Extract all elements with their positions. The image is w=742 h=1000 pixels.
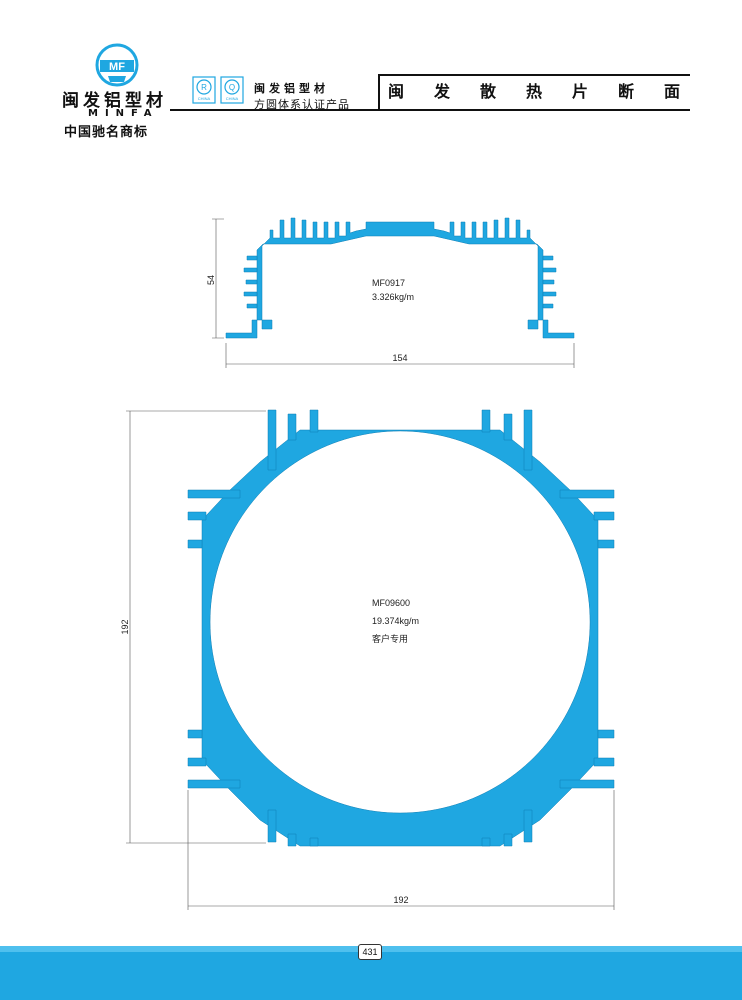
header-divider-top: [378, 74, 690, 76]
profile-mf0917-width: 154: [392, 353, 407, 363]
cert-description: 方圆体系认证产品: [254, 98, 350, 111]
profile-mf09600-bottom-fins: [267, 809, 533, 847]
header-rule: [170, 109, 690, 111]
page-title: 闽发散热片断面: [388, 82, 711, 101]
brand-name-cn: 闽发铝型材: [62, 91, 167, 111]
cert-r-icon: R CHINA: [192, 76, 216, 104]
profile-mf09600-left-fins: [187, 489, 241, 789]
cert-r-sub: CHINA: [198, 96, 211, 101]
brand-name-en: MINFA: [88, 108, 159, 119]
profile-mf0917-weight: 3.326kg/m: [372, 292, 414, 302]
profile-mf09600-right-fins: [559, 489, 615, 789]
profile-mf09600-note: 客户专用: [372, 633, 408, 644]
logo-text: MF: [109, 61, 125, 73]
profile-mf09600-top-fins: [267, 409, 533, 471]
header-divider-vertical: [378, 74, 380, 111]
profile-mf09600: 192 192 MF09600 19.374kg/m 客户专用: [120, 409, 615, 910]
minfa-logo-icon: MF: [95, 43, 139, 87]
cert-q-icon: Q CHINA: [220, 76, 244, 104]
profile-mf0917-code: MF0917: [372, 278, 405, 288]
profile-mf09600-body: [201, 429, 599, 847]
profile-mf09600-width: 192: [393, 895, 408, 905]
cert-q-sub: CHINA: [226, 96, 239, 101]
profile-mf0917-right-fins: [542, 255, 557, 309]
profile-mf0917-left-fins: [243, 255, 258, 309]
profile-mf0917-height: 54: [206, 275, 216, 285]
cert-r-letter: R: [201, 83, 207, 92]
profile-mf09600-code: MF09600: [372, 598, 410, 608]
cert-brand-name: 闽发铝型材: [254, 82, 329, 95]
profile-mf0917-shape: [225, 217, 575, 339]
profile-mf09600-weight: 19.374kg/m: [372, 616, 419, 626]
brand-slogan: 中国驰名商标: [64, 125, 149, 140]
page-number: 431: [358, 944, 382, 960]
profile-mf0917: 54 154 MF0917 3.326kg/m: [206, 217, 575, 368]
cert-q-letter: Q: [229, 83, 235, 92]
profile-mf09600-height: 192: [120, 619, 130, 634]
